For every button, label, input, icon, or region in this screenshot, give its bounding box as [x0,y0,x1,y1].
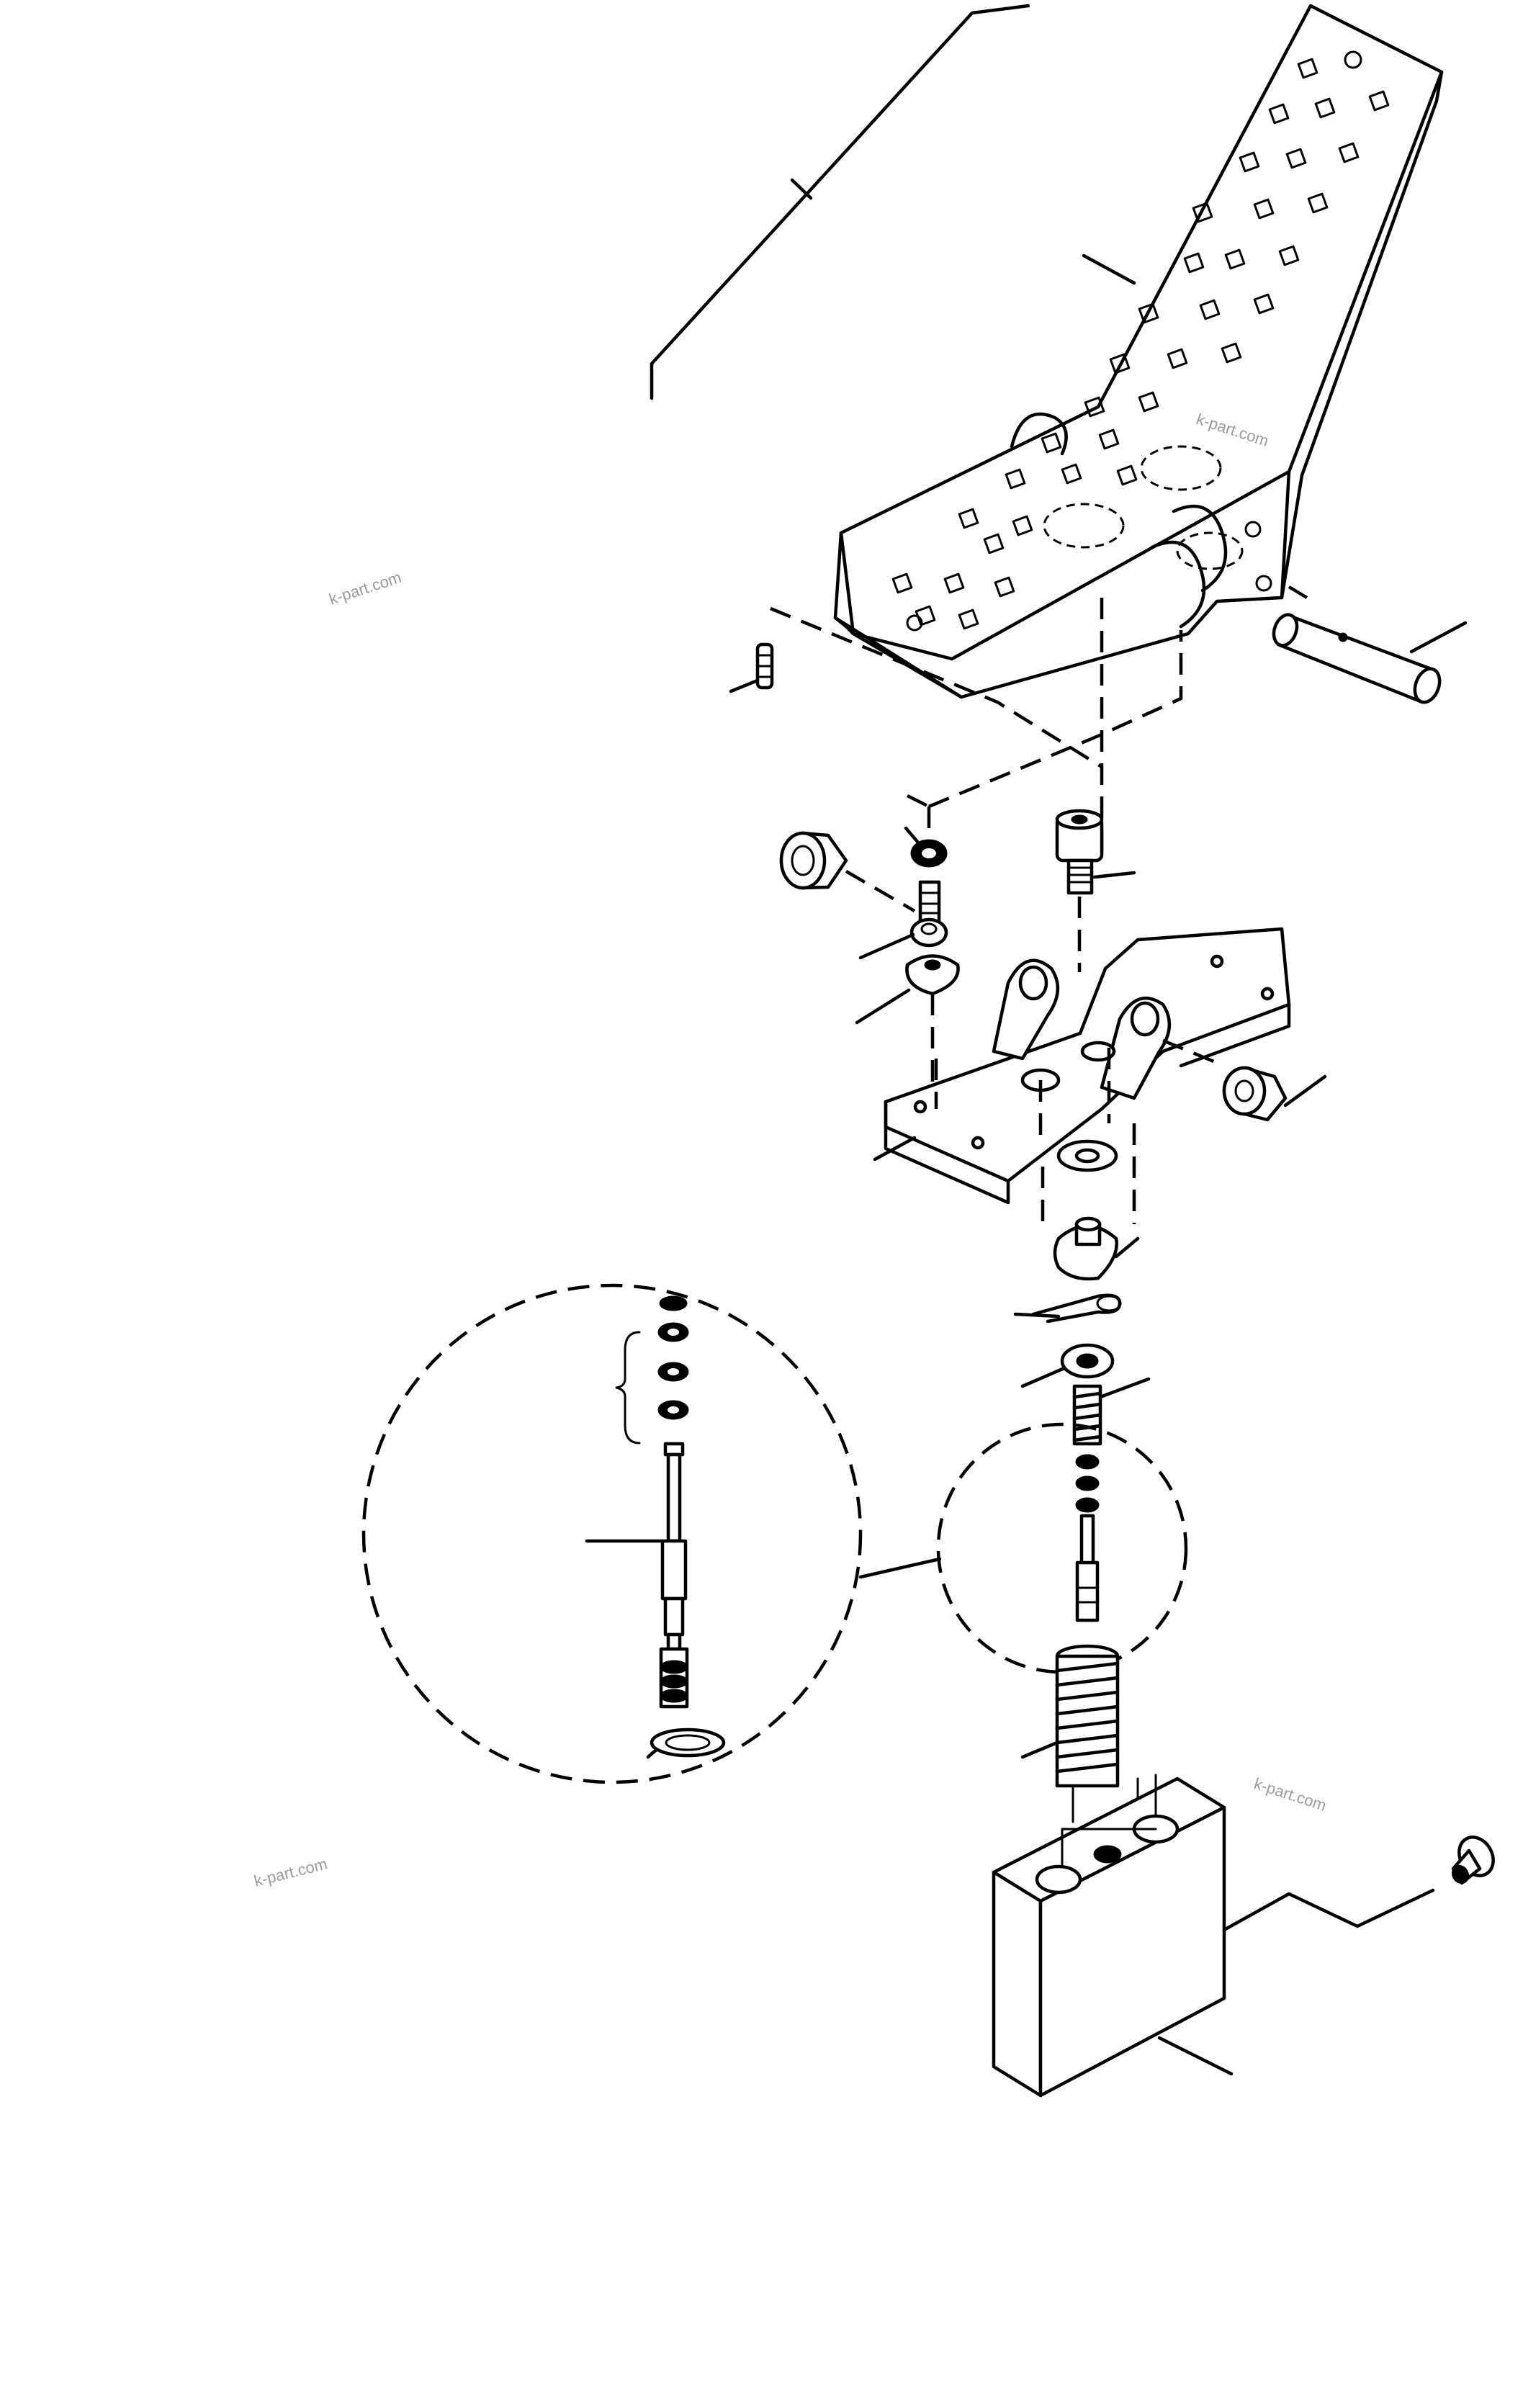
detail-leader-line [858,1557,942,1579]
detail-zoom-circle-large [361,1283,863,1784]
valve-spool [1075,1454,1100,1622]
spring-retainer [1020,1343,1115,1388]
snap-ring [1013,1293,1122,1324]
detail-view [361,1283,863,1784]
washer [1041,1123,1136,1224]
watermark: k-part.com [252,1854,329,1890]
valve-body [992,1774,1435,2098]
watermark: k-part.com [327,568,404,608]
stopper-cap [855,954,960,1113]
plunger-cap [1053,1216,1140,1281]
detail-zoom-circle-small [936,1422,1188,1674]
spring-pin [729,642,774,693]
bushing-right [1222,1066,1327,1122]
pedal-projection-lines [770,585,1308,853]
pivot-pin [1272,613,1468,704]
mounting-bracket [873,927,1291,1205]
plug-fitting [1451,1836,1495,1885]
pedal-tread-pattern [891,50,1390,632]
pedal-group-bracket [650,4,1030,400]
adjust-screw [858,880,948,960]
watermark: k-part.com [1252,1774,1329,1815]
bushing-left [779,831,916,912]
main-spring [1020,1644,1139,1823]
socket-bolt [1055,809,1136,972]
accelerator-pedal [833,4,1444,699]
adjust-nut [904,807,948,868]
